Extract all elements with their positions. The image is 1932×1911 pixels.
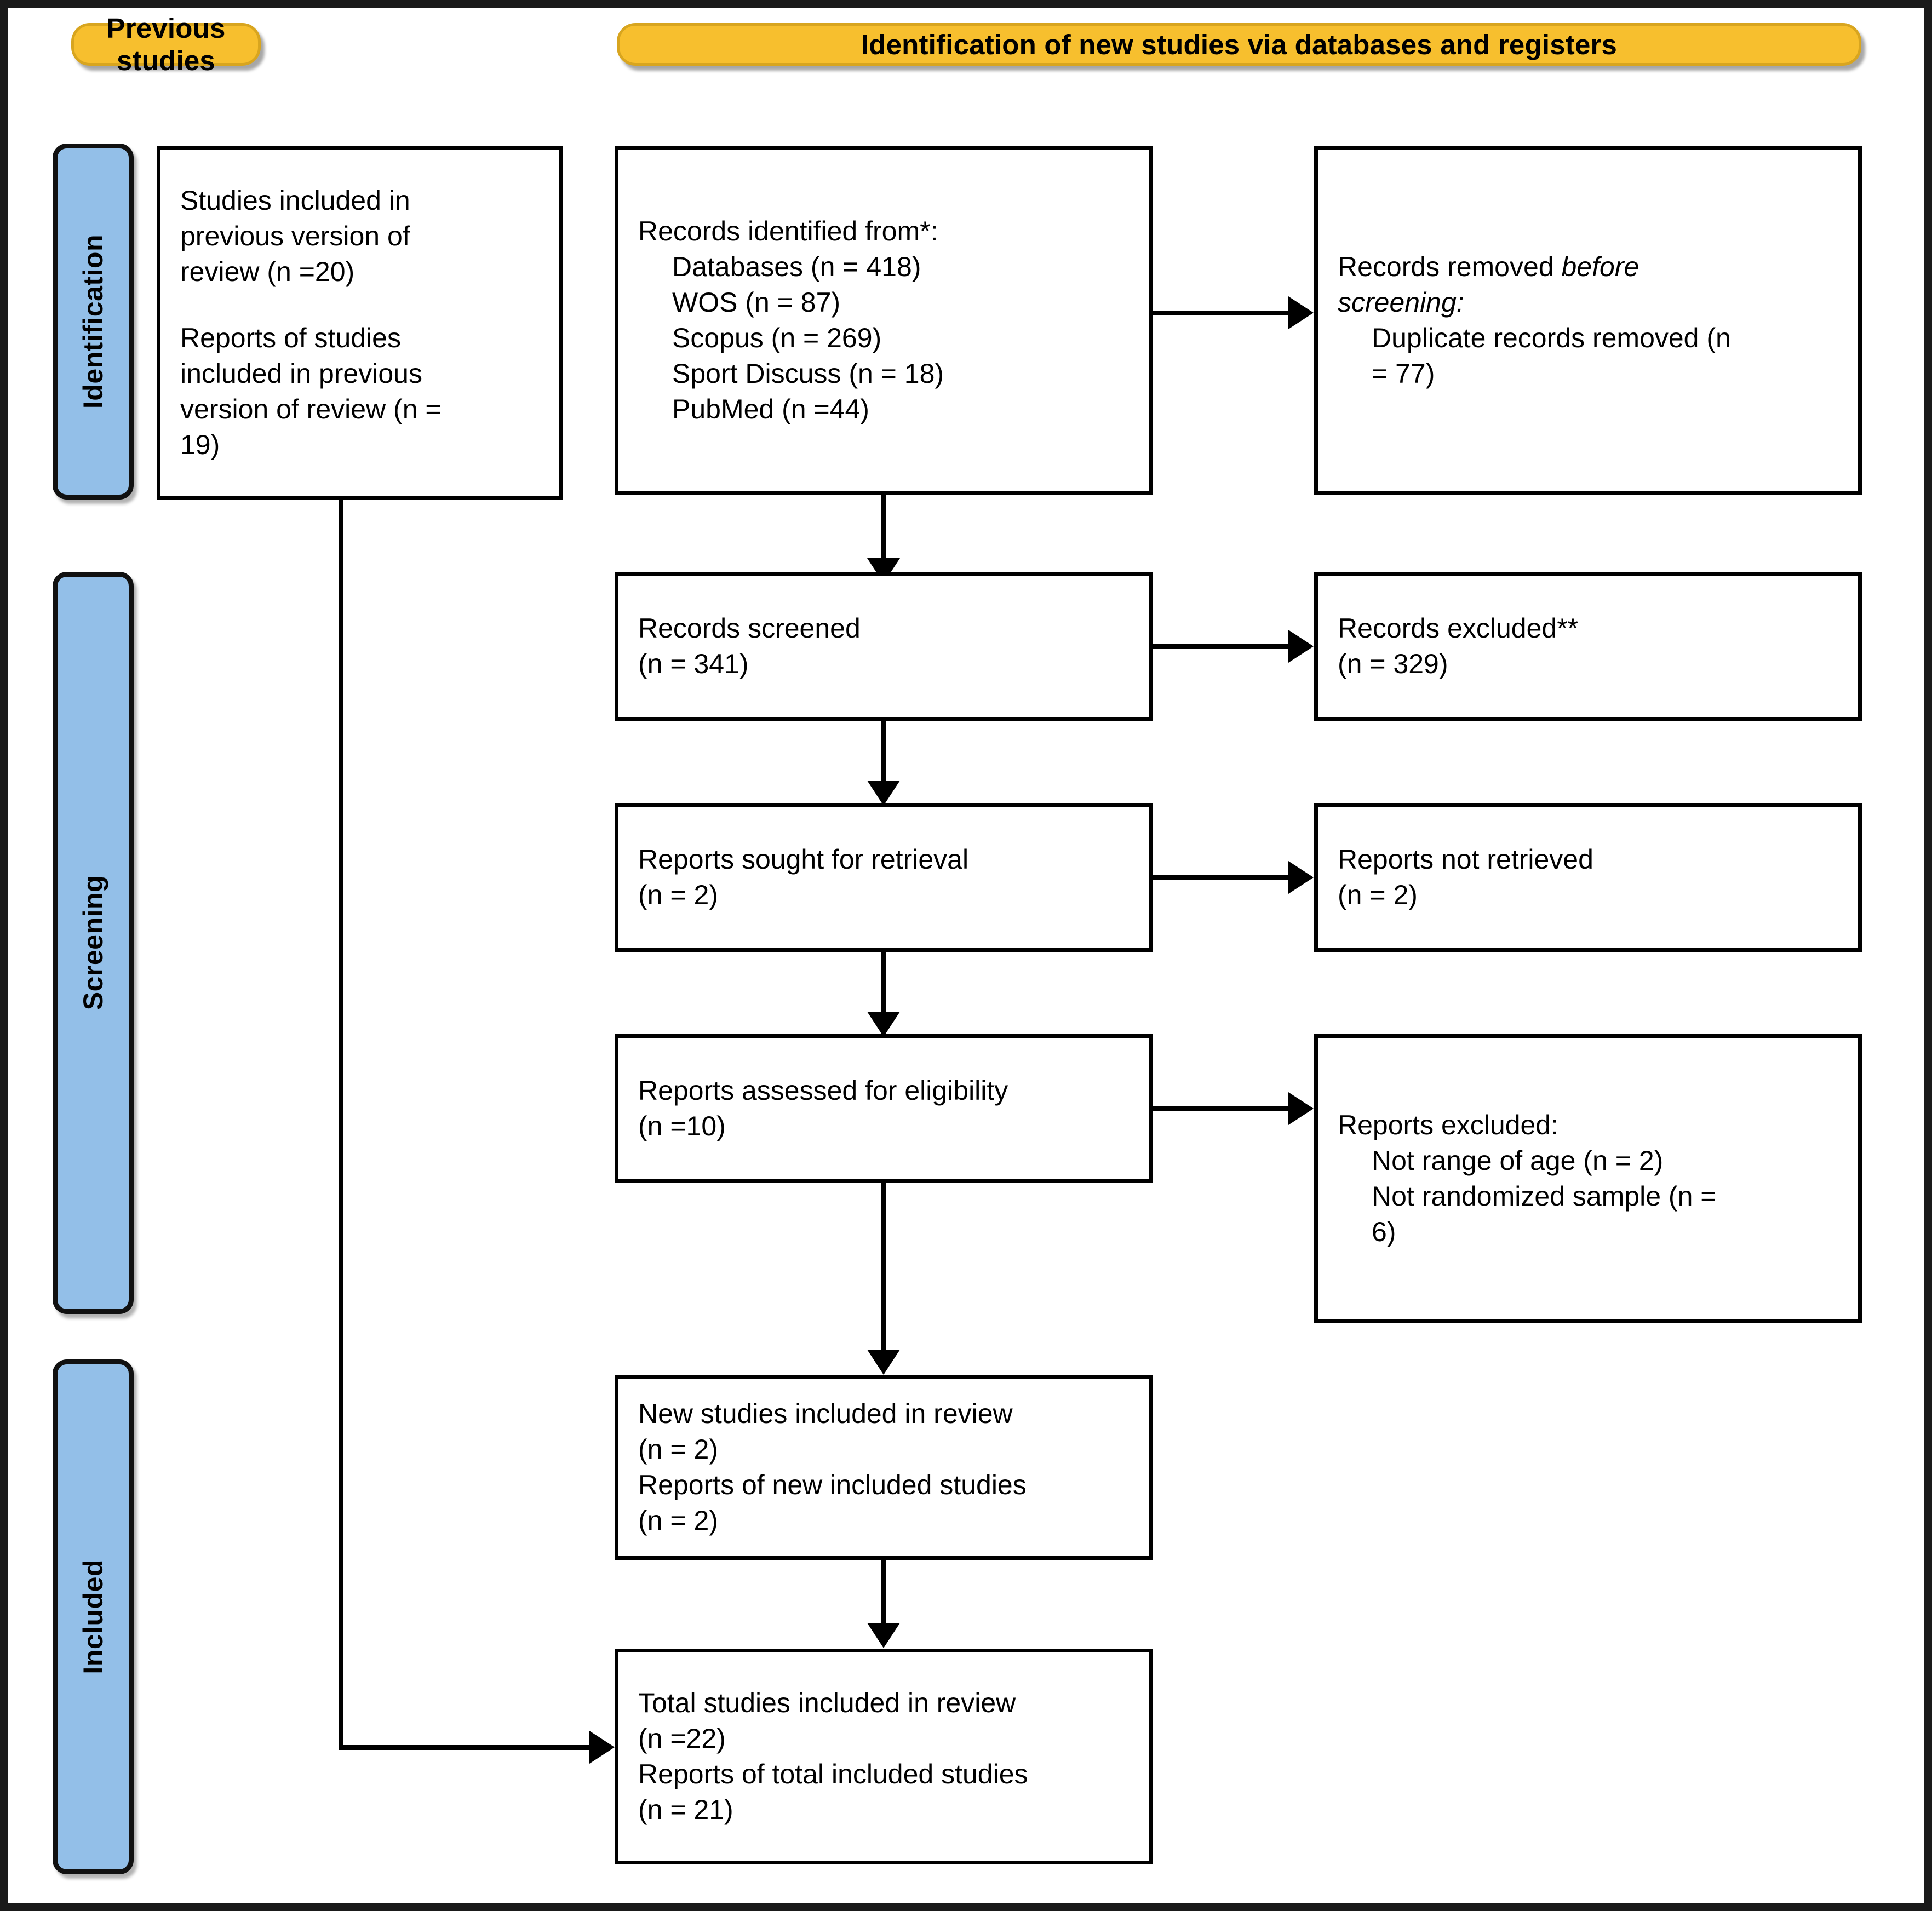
previous-studies-gap bbox=[180, 290, 540, 320]
new-studies-included-label: New studies included in review bbox=[638, 1398, 1013, 1429]
reports-excluded-reason-sample-1: Not randomized sample (n = bbox=[1372, 1181, 1717, 1212]
reports-assessed-count: (n =10) bbox=[638, 1111, 726, 1141]
records-removed-title-emph: before bbox=[1561, 251, 1639, 282]
box-reports-excluded: Reports excluded: Not range of age (n = … bbox=[1314, 1034, 1862, 1323]
connector-assessed-to-excluded bbox=[1153, 1106, 1288, 1111]
previous-studies-line-6: included in previous bbox=[180, 358, 422, 389]
box-new-studies-included: New studies included in review (n = 2) R… bbox=[615, 1375, 1153, 1560]
new-reports-included-label: Reports of new included studies bbox=[638, 1470, 1027, 1500]
connector-sought-to-assessed bbox=[881, 952, 886, 1019]
records-removed-title: Records removed before bbox=[1338, 249, 1838, 285]
connector-new-to-total bbox=[881, 1560, 886, 1630]
banner-previous-studies-label: Previous studies bbox=[106, 13, 226, 76]
new-studies-included-count: (n = 2) bbox=[638, 1434, 718, 1465]
arrowhead-sought-to-not-retrieved bbox=[1288, 861, 1314, 894]
total-studies-included-count: (n =22) bbox=[638, 1723, 726, 1754]
previous-studies-line-3: review (n =20) bbox=[180, 256, 355, 287]
box-records-removed: Records removed before screening: Duplic… bbox=[1314, 146, 1862, 495]
connector-identified-to-screened bbox=[881, 495, 886, 565]
previous-studies-line-7: version of review (n = bbox=[180, 393, 442, 424]
reports-sought-label: Reports sought for retrieval bbox=[638, 844, 969, 875]
connector-sought-to-not-retrieved bbox=[1153, 875, 1288, 880]
previous-studies-line-2: previous version of bbox=[180, 220, 410, 251]
reports-excluded-reason-sample-2: 6) bbox=[1372, 1216, 1396, 1247]
banner-new-studies-label: Identification of new studies via databa… bbox=[861, 28, 1618, 60]
records-identified-scopus: Scopus (n = 269) bbox=[672, 323, 882, 353]
records-removed-duplicates-2: = 77) bbox=[1372, 358, 1435, 389]
box-records-excluded: Records excluded** (n = 329) bbox=[1314, 572, 1862, 721]
connector-previous-to-total-horizontal bbox=[339, 1745, 589, 1750]
stagebar-included: Included bbox=[53, 1359, 134, 1874]
box-reports-assessed: Reports assessed for eligibility (n =10) bbox=[615, 1034, 1153, 1183]
box-total-studies-included: Total studies included in review (n =22)… bbox=[615, 1649, 1153, 1864]
reports-sought-count: (n = 2) bbox=[638, 880, 718, 910]
connector-previous-to-total-vertical bbox=[339, 498, 343, 1749]
stagebar-identification: Identification bbox=[53, 144, 134, 500]
total-studies-included-label: Total studies included in review bbox=[638, 1688, 1016, 1718]
arrowhead-screened-to-excluded bbox=[1288, 630, 1314, 663]
arrowhead-screened-to-sought bbox=[867, 781, 900, 806]
box-reports-not-retrieved: Reports not retrieved (n = 2) bbox=[1314, 803, 1862, 952]
records-removed-duplicates-1: Duplicate records removed (n bbox=[1372, 323, 1731, 353]
reports-not-retrieved-label: Reports not retrieved bbox=[1338, 844, 1593, 875]
records-excluded-label: Records excluded** bbox=[1338, 613, 1579, 644]
records-identified-sport-discuss: Sport Discuss (n = 18) bbox=[672, 358, 944, 389]
records-identified-wos: WOS (n = 87) bbox=[672, 287, 841, 318]
arrowhead-assessed-to-excluded bbox=[1288, 1092, 1314, 1125]
records-removed-title-text: Records removed bbox=[1338, 251, 1562, 282]
connector-screened-to-sought bbox=[881, 721, 886, 788]
stagebar-included-label: Included bbox=[78, 1559, 108, 1674]
reports-excluded-title: Reports excluded: bbox=[1338, 1110, 1559, 1140]
box-reports-sought: Reports sought for retrieval (n = 2) bbox=[615, 803, 1153, 952]
box-records-screened: Records screened (n = 341) bbox=[615, 572, 1153, 721]
total-reports-included-count: (n = 21) bbox=[638, 1794, 733, 1825]
stagebar-screening-label: Screening bbox=[78, 875, 108, 1011]
records-excluded-count: (n = 329) bbox=[1338, 649, 1448, 679]
arrowhead-identified-to-removed bbox=[1288, 296, 1314, 329]
arrowhead-assessed-to-new-included bbox=[867, 1350, 900, 1375]
stagebar-screening: Screening bbox=[53, 572, 134, 1314]
reports-excluded-reason-age: Not range of age (n = 2) bbox=[1372, 1145, 1664, 1176]
previous-studies-line-5: Reports of studies bbox=[180, 322, 401, 353]
previous-studies-line-8: 19) bbox=[180, 429, 220, 460]
arrowhead-new-to-total bbox=[867, 1623, 900, 1648]
box-previous-studies: Studies included in previous version of … bbox=[157, 146, 563, 500]
previous-studies-line-1: Studies included in bbox=[180, 185, 410, 216]
banner-new-studies: Identification of new studies via databa… bbox=[617, 23, 1861, 66]
arrowhead-sought-to-assessed bbox=[867, 1012, 900, 1037]
new-reports-included-count: (n = 2) bbox=[638, 1505, 718, 1536]
arrowhead-previous-to-total bbox=[589, 1731, 615, 1764]
total-reports-included-label: Reports of total included studies bbox=[638, 1759, 1028, 1789]
connector-identified-to-removed bbox=[1153, 311, 1288, 315]
connector-screened-to-excluded bbox=[1153, 644, 1288, 649]
records-removed-title-2: screening: bbox=[1338, 287, 1464, 318]
records-screened-label: Records screened bbox=[638, 613, 861, 644]
stagebar-identification-label: Identification bbox=[78, 234, 108, 409]
records-identified-title: Records identified from*: bbox=[638, 216, 938, 246]
connector-assessed-to-new-included bbox=[881, 1183, 886, 1358]
records-screened-count: (n = 341) bbox=[638, 649, 749, 679]
reports-not-retrieved-count: (n = 2) bbox=[1338, 880, 1418, 910]
box-records-identified: Records identified from*: Databases (n =… bbox=[615, 146, 1153, 495]
records-identified-pubmed: PubMed (n =44) bbox=[672, 394, 869, 424]
reports-assessed-label: Reports assessed for eligibility bbox=[638, 1075, 1008, 1106]
banner-previous-studies: Previous studies bbox=[71, 13, 261, 76]
records-identified-databases: Databases (n = 418) bbox=[672, 251, 921, 282]
